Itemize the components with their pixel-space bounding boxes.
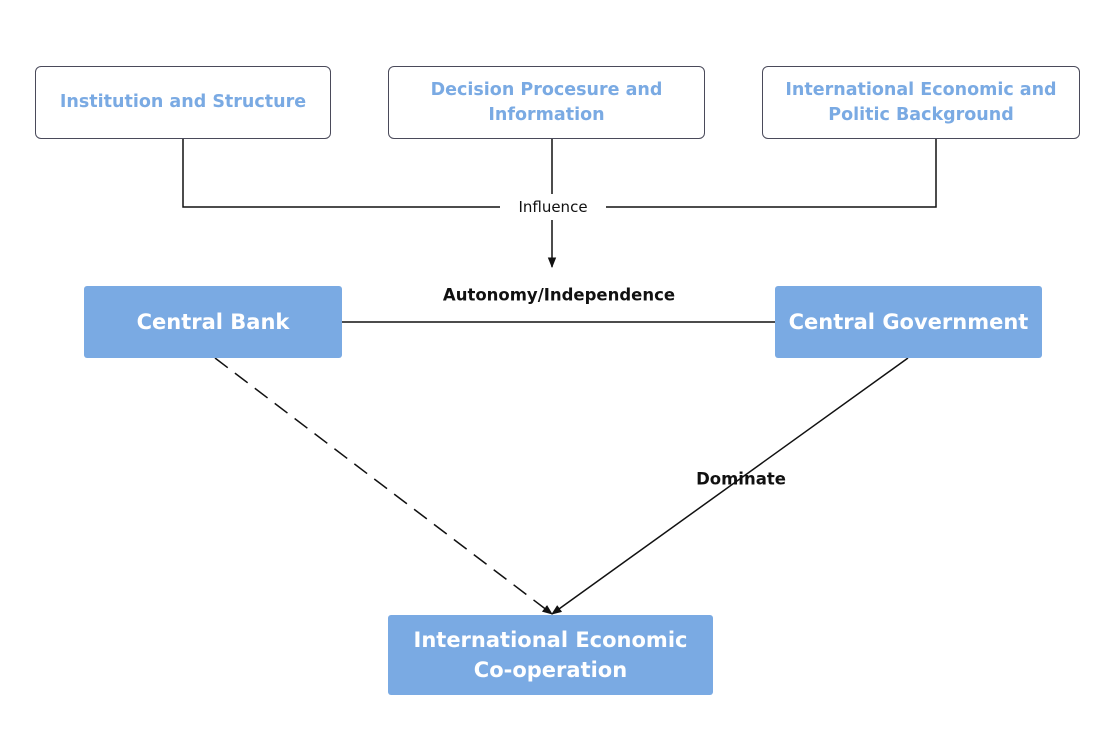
central-government-box: Central Government — [775, 286, 1042, 358]
international-cooperation-box: International Economic Co-operation — [388, 615, 713, 695]
international-background-text: International Economic and Politic Backg… — [785, 79, 1057, 125]
central-bank-box: Central Bank — [84, 286, 342, 358]
central-government-text: Central Government — [788, 310, 1029, 334]
influence-label: Influence — [506, 198, 600, 216]
central-bank-text: Central Bank — [136, 310, 290, 334]
connector-institution-to-influence — [182, 139, 500, 208]
international-background-box: International Economic and Politic Backg… — [762, 66, 1080, 139]
institution-structure-box: Institution and Structure — [35, 66, 331, 139]
autonomy-independence-label: Autonomy/Independence — [442, 285, 676, 305]
central-bank-dashed-arrow — [214, 357, 553, 615]
international-cooperation-text: International Economic Co-operation — [413, 628, 688, 682]
dominate-arrow — [551, 357, 909, 615]
institution-structure-text: Institution and Structure — [59, 92, 307, 112]
dominate-label: Dominate — [696, 469, 786, 489]
decision-procedure-box: Decision Procesure and Information — [388, 66, 705, 139]
decision-procedure-text: Decision Procesure and Information — [430, 79, 663, 125]
connector-background-to-influence — [606, 139, 937, 208]
